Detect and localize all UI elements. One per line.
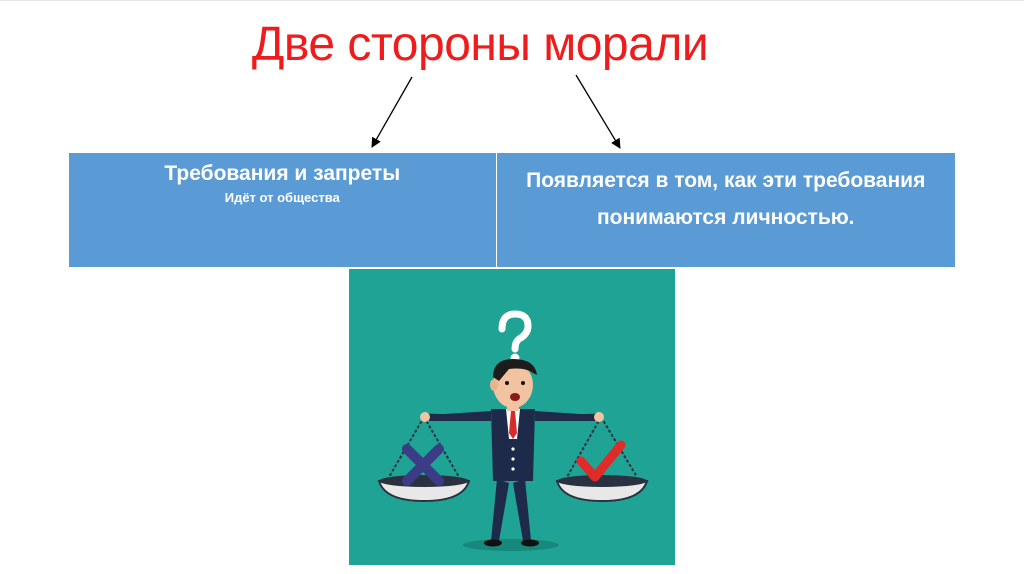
slide-title: Две стороны морали [251, 18, 709, 71]
source-text: Идёт от общества [224, 190, 340, 205]
businessman-figure [420, 359, 604, 547]
table-cell-personality: Появляется в том, как эти требования пон… [497, 153, 956, 267]
arrows [371, 74, 621, 149]
requirements-text: Требования и запреты [164, 162, 401, 185]
personality-text: Появляется в том, как эти требования пон… [526, 169, 926, 229]
cross-icon [402, 444, 444, 486]
right-arrow [575, 74, 621, 149]
table-cell-requirements: Требования и запреты Идёт от общества [69, 153, 497, 267]
check-icon [576, 440, 626, 482]
dilemma-illustration [349, 269, 675, 565]
morality-table: Требования и запреты Идёт от общества По… [69, 153, 955, 267]
question-mark-icon [498, 310, 532, 363]
left-arrow [371, 76, 413, 148]
